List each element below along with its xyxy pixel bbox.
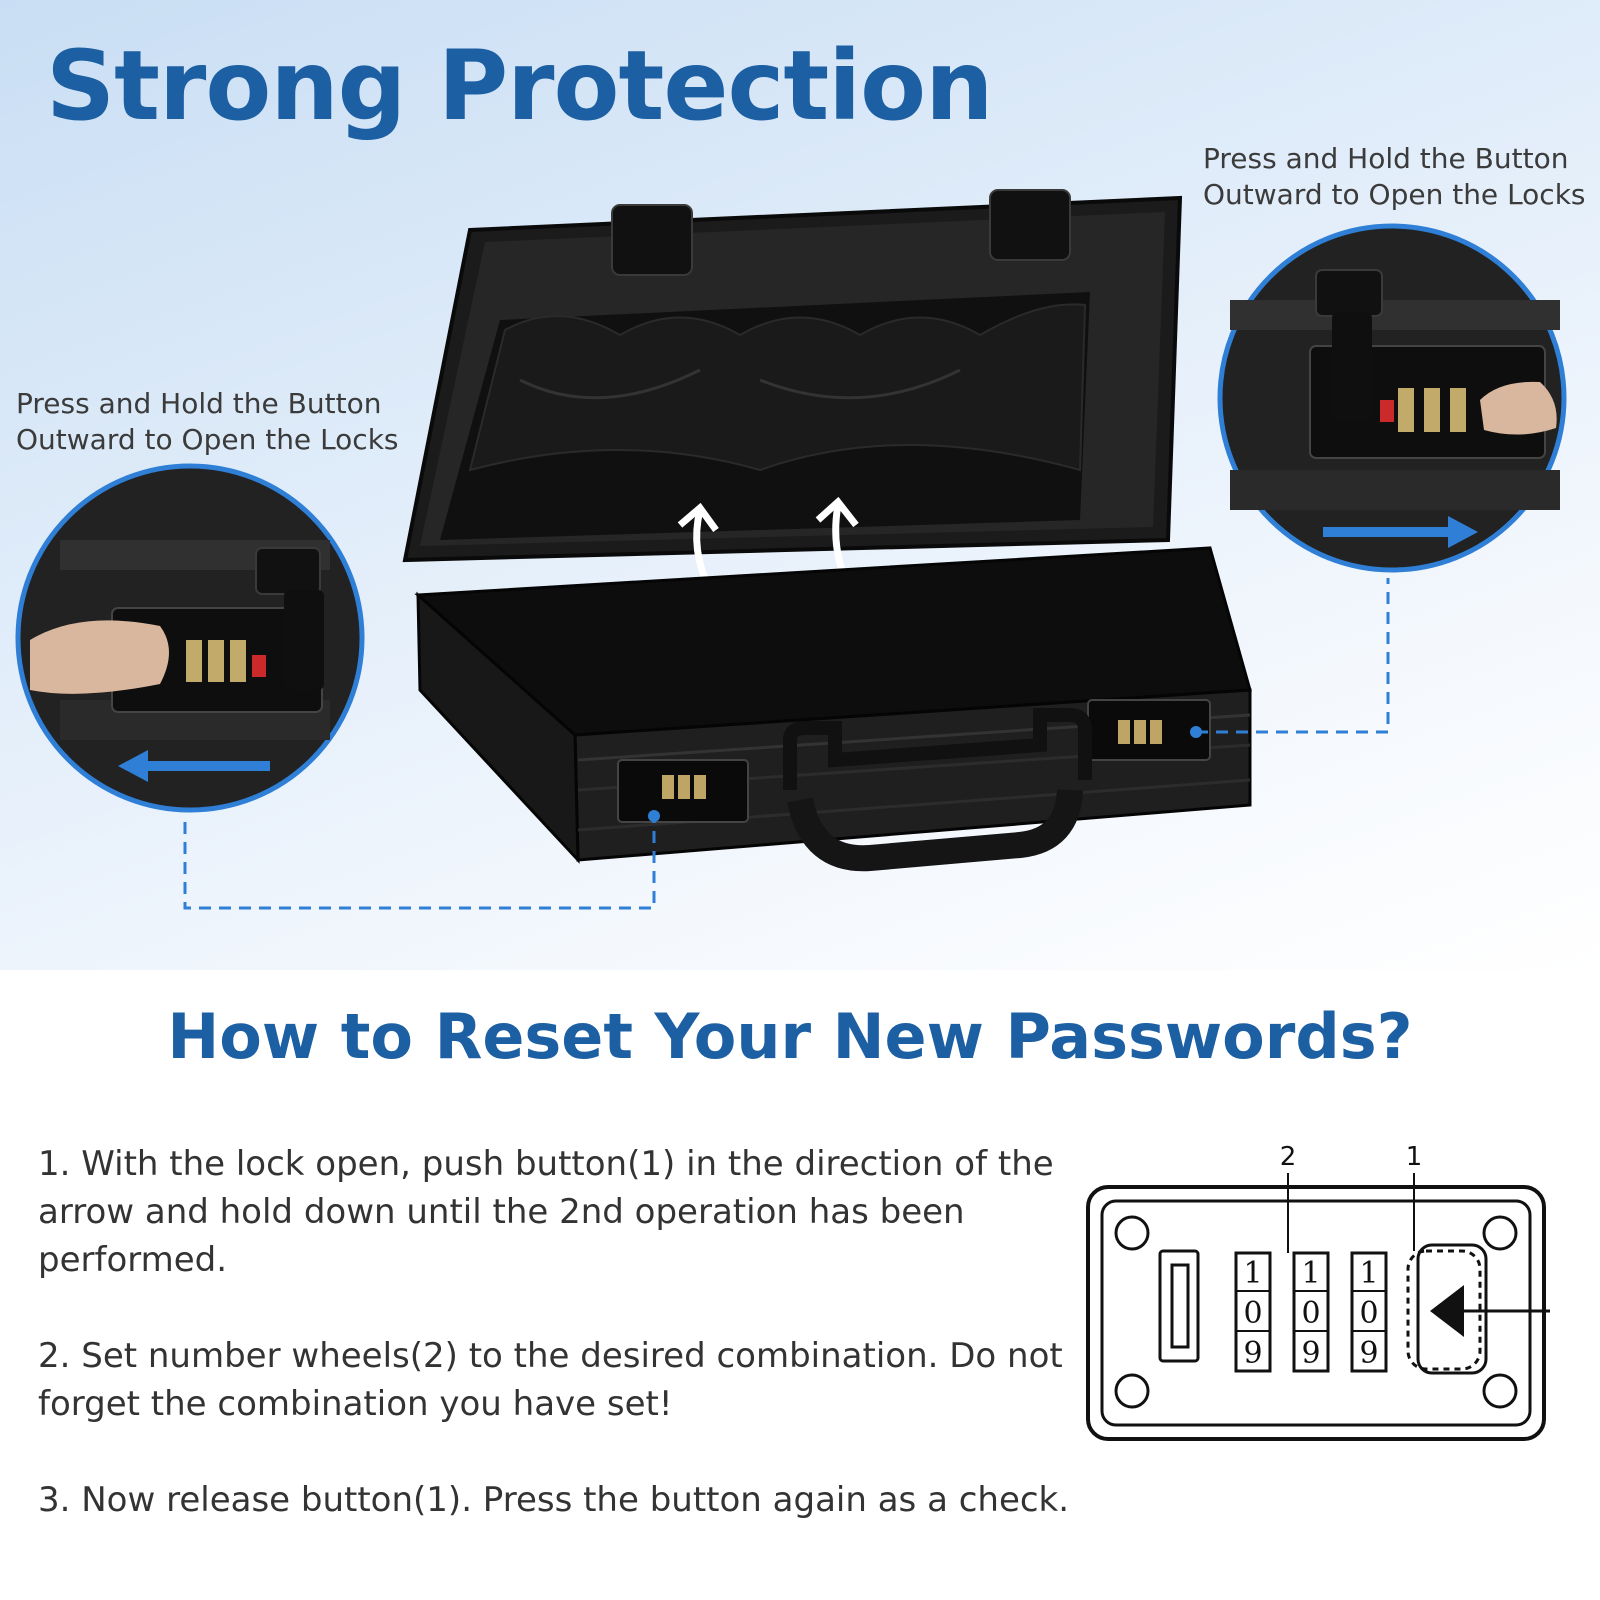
number-wheel-1: 1 0 9 bbox=[1234, 1251, 1272, 1373]
reset-button-outline bbox=[1406, 1243, 1488, 1375]
label-button: 1 bbox=[1406, 1142, 1423, 1172]
wheel-1-top: 1 bbox=[1243, 1256, 1262, 1291]
step-2: 2. Set number wheels(2) to the desired c… bbox=[38, 1336, 1063, 1424]
label-number-wheels: 2 bbox=[1280, 1142, 1297, 1172]
briefcase-base bbox=[414, 546, 1252, 872]
briefcase-lid bbox=[402, 189, 1183, 563]
step-1: 1. With the lock open, push button(1) in… bbox=[38, 1144, 1054, 1280]
lock-diagram: 1 0 9 1 0 9 1 0 9 2 1 bbox=[1086, 1142, 1550, 1441]
reset-title: How to Reset Your New Passwords? bbox=[167, 1000, 1413, 1073]
left-lock-zoom bbox=[15, 463, 365, 813]
briefcase-photo bbox=[15, 189, 1567, 910]
right-lock-zoom bbox=[1217, 223, 1567, 573]
reset-instructions: How to Reset Your New Passwords? 1. With… bbox=[0, 970, 1600, 1600]
wheel-2-top: 1 bbox=[1301, 1256, 1320, 1291]
step-3: 3. Now release button(1). Press the butt… bbox=[38, 1480, 1070, 1520]
wheel-2-mid: 0 bbox=[1301, 1296, 1320, 1331]
wheel-3-top: 1 bbox=[1359, 1256, 1378, 1291]
wheel-3-mid: 0 bbox=[1359, 1296, 1378, 1331]
right-lock-note: Press and Hold the Button Outward to Ope… bbox=[1203, 142, 1586, 211]
number-wheel-2: 1 0 9 bbox=[1292, 1251, 1330, 1373]
wheel-1-bottom: 9 bbox=[1243, 1336, 1262, 1371]
left-lock-note: Press and Hold the Button Outward to Ope… bbox=[16, 387, 399, 456]
page-title: Strong Protection bbox=[46, 30, 993, 142]
hero-section: Strong Protection Press and Hold the But… bbox=[0, 0, 1600, 970]
number-wheel-3: 1 0 9 bbox=[1350, 1251, 1388, 1373]
callout-connectors bbox=[183, 578, 1390, 910]
wheel-1-mid: 0 bbox=[1243, 1296, 1262, 1331]
wheel-3-bottom: 9 bbox=[1359, 1336, 1378, 1371]
wheel-2-bottom: 9 bbox=[1301, 1336, 1320, 1371]
push-arrow-icon bbox=[1430, 1285, 1550, 1337]
